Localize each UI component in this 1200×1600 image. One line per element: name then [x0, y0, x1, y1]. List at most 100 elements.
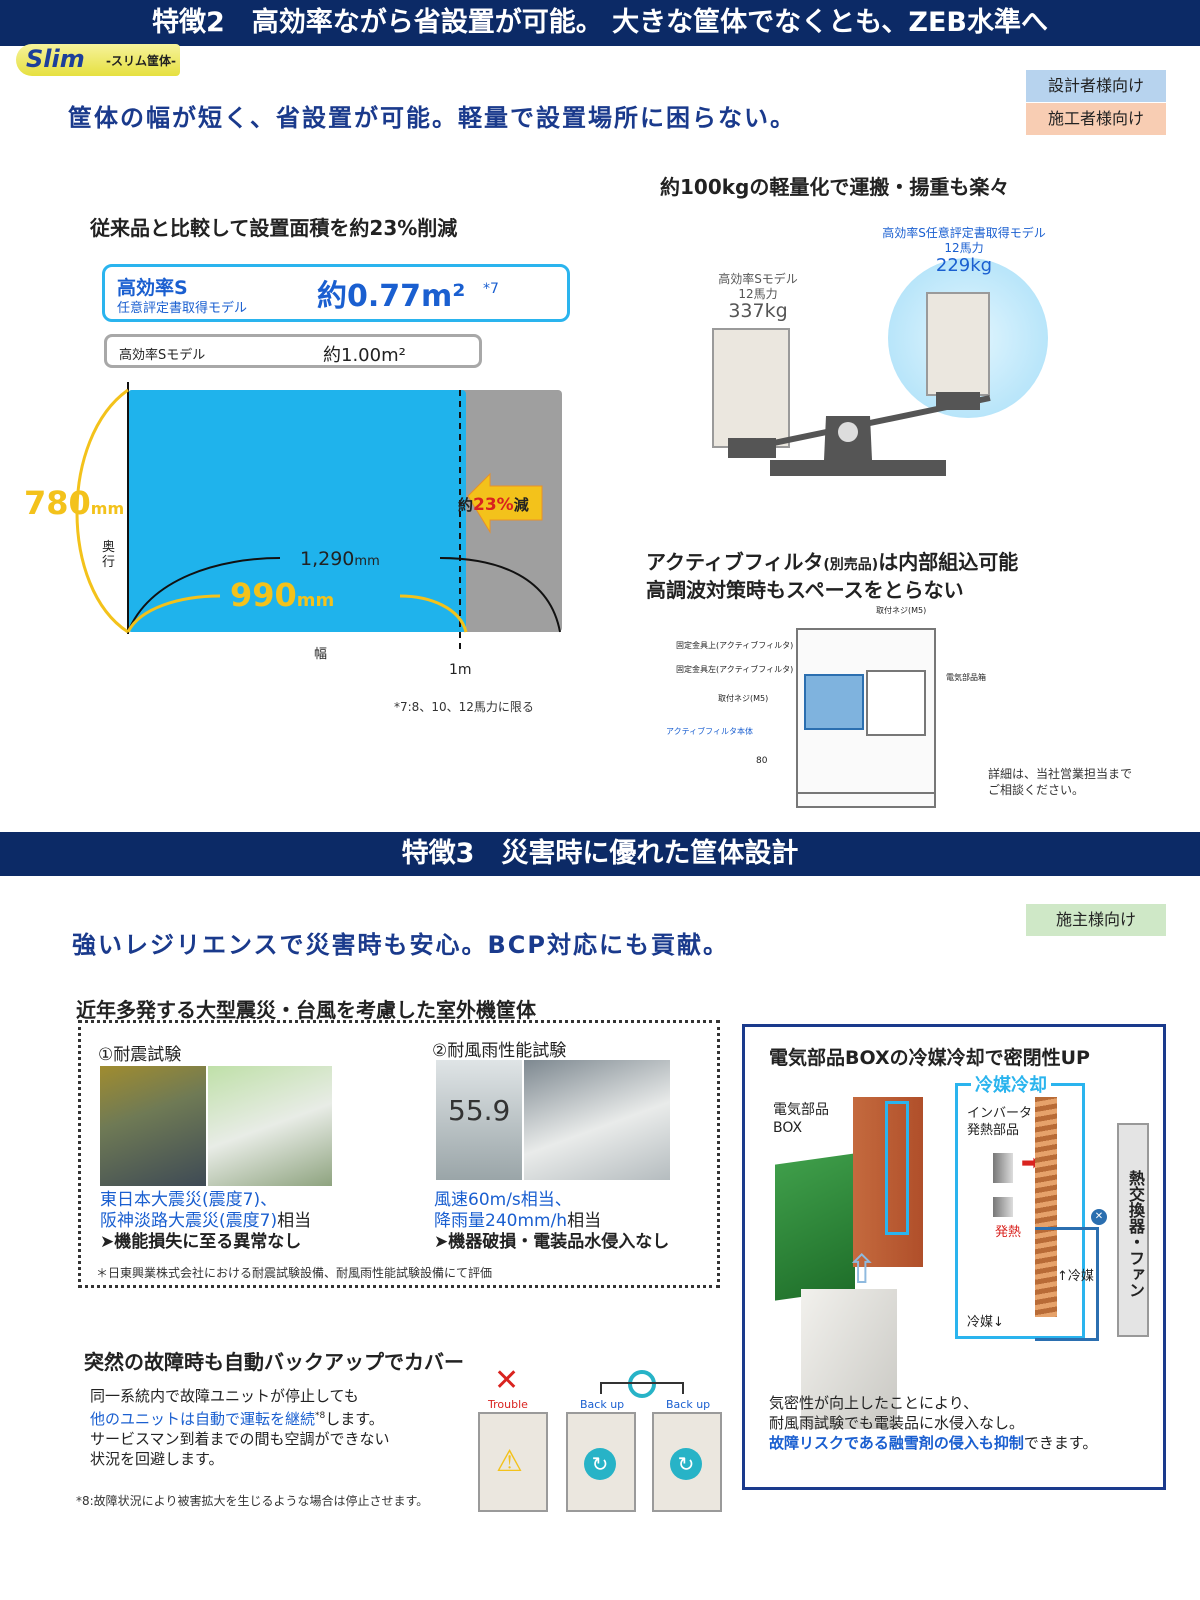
filter-heading-2: 高調波対策時もスペースをとらない: [646, 578, 964, 602]
slim-badge-title: Slim: [26, 45, 85, 73]
ebox-exchanger: 熱交換器・ファン: [1117, 1123, 1149, 1337]
area-footnote: *7:8、10、12馬力に限る: [394, 700, 534, 714]
ebox-heat-label: 発熱: [995, 1225, 1022, 1240]
new-weight-kg: 229kg: [935, 255, 993, 276]
ebox-part-2: [993, 1197, 1013, 1217]
warning-icon: ⚠: [496, 1444, 523, 1479]
ebox-valve-icon: ✕: [1091, 1209, 1107, 1225]
feature3-lead: 強いレジリエンスで災害時も安心。BCP対応にも貢献。: [72, 931, 730, 959]
filter-heading-1b: (別売品): [823, 557, 879, 573]
tests-note: ＊日東興業株式会社における耐震試験設備、耐風雨性能試験設備にて評価: [96, 1266, 493, 1280]
seismic-line-2: 阪神淡路大震災(震度7)相当: [100, 1211, 311, 1232]
backup-text-4: 状況を回避します。: [90, 1450, 224, 1468]
old-model-box: 高効率Sモデル 約1.00m²: [104, 334, 482, 368]
filter-heading-1a: アクティブフィルタ: [646, 550, 824, 574]
ebox-text-3: 故障リスクである融雪剤の侵入も抑制できます。: [769, 1433, 1097, 1453]
new-model-area: 約0.77m²: [317, 279, 466, 314]
reduce-label: 約23%減: [458, 494, 529, 515]
ebox-refrigerant-down: 冷媒↓: [967, 1315, 1004, 1330]
width-new-value: 990mm: [230, 576, 334, 614]
backup-text-2-sup: *8: [315, 1411, 326, 1421]
backup-rotate-icon-2: ↻: [670, 1448, 702, 1480]
reduce-arrow: [467, 472, 543, 534]
slim-badge-sub: -スリム筐体-: [106, 54, 176, 68]
depth-arc: [75, 388, 129, 634]
seesaw: [728, 392, 991, 476]
drawing-base: [798, 792, 934, 806]
backup-text-2: 他のユニットは自動で運転を継続*8します。: [90, 1406, 390, 1429]
new-weight-text: 高効率S任意評定書取得モデル 12馬力 229kg: [874, 226, 1054, 276]
width-old-arc-right: [439, 557, 561, 633]
meter-label: 1m: [449, 662, 472, 678]
wind-title: ②耐風雨性能試験: [432, 1041, 567, 1061]
width-new-arc-left: [126, 594, 221, 633]
seismic-line-2-suffix: 相当: [277, 1211, 312, 1231]
ebox-pipe: [1035, 1097, 1057, 1317]
trouble-label: Trouble: [488, 1398, 528, 1411]
width-new-number: 990: [230, 576, 297, 614]
ebox-cooling-frame: [885, 1101, 909, 1235]
backup-text: 同一系統内で故障ユニットが停止しても 他のユニットは自動で運転を継続*8します。…: [90, 1386, 390, 1469]
width-new-unit: mm: [296, 590, 335, 611]
backup-footnote: *8:故障状況により被害拡大を生じるような場合は停止させます。: [76, 1494, 429, 1508]
backup-text-2-blue: 他のユニットは自動で運転を継続: [90, 1410, 316, 1428]
width-label: 幅: [314, 647, 328, 662]
seesaw-pivot: [838, 422, 858, 442]
ebox-up-arrow: ⇧: [845, 1247, 879, 1293]
width-old-number: 1,290: [300, 548, 355, 570]
ebox-text-3-suffix: できます。: [1023, 1434, 1098, 1452]
width-old-unit: mm: [354, 554, 380, 569]
wind-photo-2: [524, 1060, 670, 1180]
backup-bracket: [600, 1382, 684, 1394]
tag-designer: 設計者様向け: [1026, 70, 1166, 102]
feature3-header: 特徴3 災害時に優れた筐体設計: [0, 832, 1200, 876]
filter-contact: 詳細は、当社営業担当まで ご相談ください。: [988, 767, 1133, 797]
width-new-arc-right: [399, 594, 468, 633]
area-heading: 従来品と比較して設置面積を約23%削減: [90, 216, 458, 240]
new-weight-name: 高効率S任意評定書取得モデル: [882, 226, 1046, 240]
filter-drawing: [796, 628, 936, 808]
ebox-panel: 電気部品BOXの冷媒冷却で密閉性UP 電気部品 BOX ⇧ 冷媒冷却 インバータ…: [742, 1024, 1166, 1490]
backup-text-2-suffix: します。: [325, 1410, 384, 1428]
filter-heading-1c: は内部組込可能: [878, 550, 1019, 574]
wind-reading: 55.9: [448, 1094, 511, 1127]
ebox-text: 気密性が向上したことにより、 耐風雨試験でも電装品に水侵入なし。 故障リスクであ…: [769, 1393, 1097, 1453]
seesaw-seat-left: [728, 438, 776, 458]
ebox-heading: 電気部品BOXの冷媒冷却で密閉性UP: [769, 1047, 1090, 1069]
depth-unit: mm: [90, 499, 125, 518]
new-model-note: *7: [483, 281, 499, 297]
seismic-text: 東日本大震災(震度7)、 阪神淡路大震災(震度7)相当 ➤機能損失に至る異常なし: [100, 1190, 311, 1253]
seismic-title: ①耐震試験: [98, 1045, 182, 1065]
trouble-unit: ⚠: [478, 1412, 548, 1512]
seismic-photo-1: [100, 1066, 206, 1186]
ebox-loop: [1035, 1227, 1099, 1341]
old-weight-hp: 12馬力: [738, 287, 778, 301]
filter-heading-1: アクティブフィルタ(別売品)は内部組込可能: [646, 546, 1018, 575]
filter-callout-5: アクティブフィルタ本体: [666, 727, 753, 736]
wind-line-2: 降雨量240mm/h相当: [434, 1211, 669, 1232]
depth-value: 780mm: [24, 484, 124, 522]
reduce-suffix: 減: [513, 496, 529, 514]
filter-body: [804, 674, 864, 730]
seismic-line-2-blue: 阪神淡路大震災(震度7): [100, 1211, 278, 1231]
old-weight-kg: 337kg: [728, 300, 788, 322]
filter-callout-4: 取付ネジ(M5): [718, 694, 769, 703]
ebox-red-arrow: ➡: [1021, 1151, 1040, 1176]
new-footprint: [128, 390, 466, 632]
wind-line-2-suffix: 相当: [567, 1211, 602, 1231]
new-weight-hp: 12馬力: [944, 241, 984, 255]
new-model-sub: 任意評定書取得モデル: [117, 301, 248, 316]
ebox-unit-photo: [801, 1289, 897, 1429]
ebox-text-2: 耐風雨試験でも電装品に水侵入なし。: [769, 1414, 1025, 1432]
filter-callout-3: 固定金具左(アクティブフィルタ): [676, 665, 794, 674]
filter-callout-6: 電気部品箱: [946, 673, 986, 682]
ebox-box-label: 電気部品 BOX: [773, 1102, 829, 1136]
electrical-box: [866, 670, 926, 736]
wind-text: 風速60m/s相当、 降雨量240mm/h相当 ➤機器破損・電装品水侵入なし: [434, 1190, 669, 1253]
backup-text-3: サービスマン到着までの間も空調ができない: [90, 1430, 390, 1448]
seismic-photo-2: [208, 1066, 332, 1186]
tag-installer: 施工者様向け: [1026, 103, 1166, 135]
filter-callout-1: 取付ネジ(M5): [876, 606, 927, 615]
reduce-prefix: 約: [458, 496, 474, 514]
new-model-box: 高効率S 任意評定書取得モデル 約0.77m² *7: [102, 264, 570, 322]
